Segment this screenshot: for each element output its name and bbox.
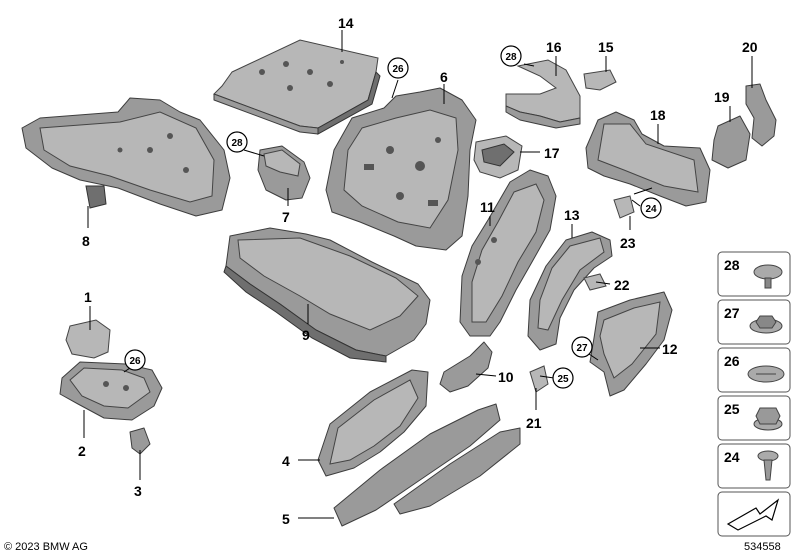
callout-4: 4	[282, 453, 290, 469]
circled-callout-26-bottom: 26	[124, 349, 146, 371]
callout-2: 2	[78, 443, 86, 459]
circled-callout-25: 25	[552, 367, 574, 389]
part-10-block	[439, 341, 493, 393]
svg-text:25: 25	[724, 401, 740, 417]
part-22-clip	[583, 273, 607, 291]
direction-arrow-icon	[726, 498, 780, 531]
callout-21: 21	[526, 415, 542, 431]
part-13-wheel-arch	[527, 231, 613, 351]
callout-7: 7	[282, 209, 290, 225]
callout-14: 14	[338, 15, 354, 31]
part-15-pad	[583, 69, 617, 91]
spring-nut-icon	[747, 365, 785, 383]
callout-1: 1	[84, 289, 92, 305]
collar-nut-icon	[753, 407, 783, 431]
legend-direction-box	[717, 491, 791, 537]
callout-11: 11	[480, 199, 495, 215]
circled-callout-27: 27	[571, 336, 593, 358]
callout-16: 16	[546, 39, 562, 55]
part-5-pads	[333, 403, 521, 527]
callout-19: 19	[714, 89, 730, 105]
callout-6: 6	[440, 69, 448, 85]
callout-23: 23	[620, 235, 636, 251]
svg-text:24: 24	[645, 204, 657, 215]
part-14-floor-panel	[213, 39, 381, 135]
callout-20: 20	[742, 39, 758, 55]
part-20-trim	[745, 83, 777, 147]
part-3-clip	[129, 427, 151, 455]
svg-text:26: 26	[392, 64, 404, 75]
part-2-step-bracket	[59, 361, 163, 421]
part-19-trim	[711, 115, 751, 169]
callout-15: 15	[598, 39, 614, 55]
callout-17: 17	[544, 145, 560, 161]
push-rivet-icon	[753, 264, 783, 289]
legend-item-27: 27	[717, 299, 791, 345]
circled-callout-26-top: 26	[387, 57, 409, 79]
part-18-side-panel	[585, 111, 711, 207]
leader-lines	[83, 30, 753, 519]
callout-18: 18	[650, 107, 666, 123]
callout-10: 10	[498, 369, 514, 385]
svg-text:28: 28	[724, 257, 740, 273]
part-16-bracket	[505, 59, 581, 129]
callout-8: 8	[82, 233, 90, 249]
part-11-pillar-trim	[459, 169, 557, 337]
svg-text:27: 27	[724, 305, 740, 321]
callout-3: 3	[134, 483, 142, 499]
svg-text:26: 26	[724, 353, 740, 369]
circled-callouts: 28 26 28 26 24 27 25	[124, 45, 662, 389]
legend-item-24: 24	[717, 443, 791, 489]
legend-item-25: 25	[717, 395, 791, 441]
circled-callout-28-right: 28	[500, 45, 522, 67]
part-4-foam-block	[317, 369, 429, 477]
diagram-number: 534558	[744, 541, 781, 553]
callout-5: 5	[282, 511, 290, 527]
callout-labels: 14 6 16 15 20 19 18 17 8 7 9 11 13 23 22…	[78, 15, 758, 527]
svg-text:28: 28	[231, 138, 243, 149]
circled-callout-28-left: 28	[226, 131, 248, 153]
fastener-legend: 28 27 26 25	[717, 251, 791, 537]
part-23-clip	[613, 195, 635, 219]
svg-text:25: 25	[557, 374, 569, 385]
part-21-clip	[529, 365, 549, 393]
part-6-seat-frame	[325, 87, 477, 251]
svg-text:28: 28	[505, 52, 517, 63]
svg-text:26: 26	[129, 356, 141, 367]
svg-text:24: 24	[724, 449, 740, 465]
legend-item-26: 26	[717, 347, 791, 393]
legend-item-28: 28	[717, 251, 791, 297]
part-17-box	[473, 135, 523, 179]
part-8-floor-tray	[21, 97, 231, 217]
svg-text:27: 27	[576, 343, 588, 354]
part-12-quarter-panel	[589, 291, 673, 397]
part-1-cover	[65, 319, 111, 359]
callout-13: 13	[564, 207, 580, 223]
callout-12: 12	[662, 341, 678, 357]
hex-nut-washer-icon	[749, 315, 783, 334]
circled-callout-24: 24	[640, 197, 662, 219]
part-9-floor-mat	[223, 227, 431, 363]
callout-9: 9	[302, 327, 310, 343]
part-7-bracket	[257, 145, 311, 201]
callout-22: 22	[614, 277, 630, 293]
screw-icon	[757, 450, 779, 481]
copyright-text: © 2023 BMW AG	[4, 541, 88, 553]
